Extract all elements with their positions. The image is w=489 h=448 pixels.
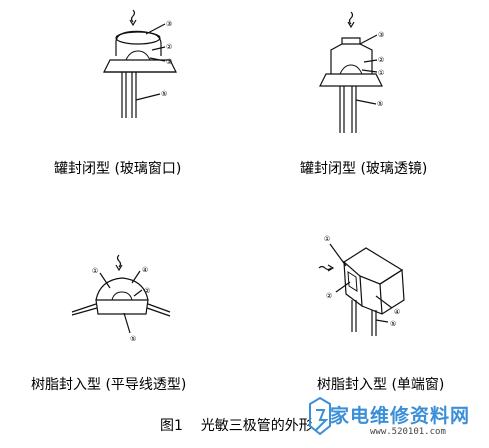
- panel-4-marker-4: ⑤: [390, 320, 396, 328]
- panel-3-chip: [111, 291, 133, 301]
- panel-3-lead-left: [71, 303, 98, 316]
- panel-1-leads: [121, 72, 137, 118]
- panel-4-light-arrow: [318, 264, 335, 272]
- panel-1-cap-top: [115, 31, 161, 45]
- panel-1-caption: 罐封闭型 (玻璃窗口): [54, 161, 182, 177]
- panel-3-caption: 树脂封入型 (平导线透型): [31, 377, 187, 393]
- panel-3-lead-right: [146, 303, 171, 317]
- panel-2-drawing: [319, 11, 383, 133]
- panel-2-leads: [339, 86, 357, 133]
- panel-2-marker-2: ②: [378, 56, 384, 64]
- watermark-site-name: 家电维修资料网: [330, 405, 471, 427]
- panel-2-marker-3: ①: [378, 69, 384, 77]
- panel-1-marker-3: ①: [166, 58, 172, 66]
- panel-4-marker-3: ④: [394, 308, 400, 316]
- panel-3-marker-2: ④: [142, 266, 148, 274]
- panel-1-marker-4: ⑤: [161, 90, 167, 98]
- panel-2-light-arrow: [347, 11, 355, 29]
- figure-caption: 图1 光敏三极管的外形: [160, 418, 313, 434]
- panel-4-body-side: [359, 268, 405, 315]
- panel-1-light-arrow: [129, 9, 137, 27]
- panel-3-drawing: [71, 254, 171, 334]
- panel-4-drawing: [318, 243, 405, 336]
- watermark-logo-icon: [309, 396, 331, 436]
- panel-3-marker-3: ②: [144, 287, 150, 295]
- panel-3-dome: [95, 277, 149, 301]
- panel-4-caption: 树脂封入型 (单端窗): [317, 377, 445, 393]
- panel-3-marker-4: ⑤: [130, 335, 136, 343]
- panel-2-caption: 罐封闭型 (玻璃透镜): [300, 161, 428, 177]
- panel-2-lens: [341, 37, 361, 44]
- panel-2-cap: [330, 43, 373, 74]
- panel-4-marker-1: ①: [324, 235, 330, 243]
- panel-1-marker-1: ③: [166, 20, 172, 28]
- panel-4-window: [347, 271, 358, 292]
- panel-2-marker-1: ③: [378, 31, 384, 39]
- panel-4-leads: [351, 300, 377, 336]
- panel-3-light-arrow: [115, 254, 123, 272]
- panel-2-marker-4: ⑤: [377, 100, 383, 108]
- panel-4-body-top: [343, 247, 404, 285]
- panel-3-marker-1: ①: [92, 267, 98, 275]
- panel-1-chip: [125, 50, 151, 61]
- panel-4-marker-2: ②: [326, 292, 332, 300]
- panel-3-body: [95, 299, 149, 315]
- panel-2-chip: [339, 64, 363, 75]
- panel-1-drawing: [103, 9, 177, 118]
- watermark-url: www.520101.com: [370, 427, 446, 437]
- panel-1-marker-2: ②: [166, 43, 172, 51]
- panel-2-flange: [319, 73, 383, 87]
